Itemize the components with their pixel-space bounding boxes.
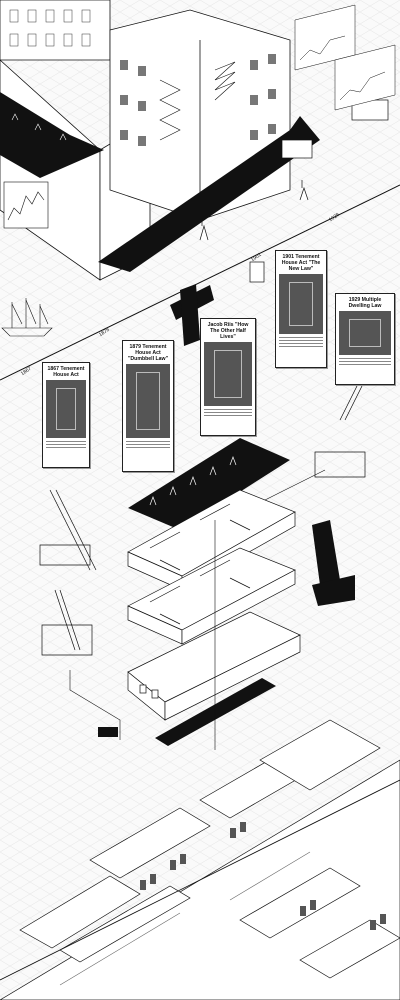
fire-escapes-center bbox=[159, 61, 236, 141]
street-objects bbox=[199, 99, 389, 283]
card-title: 1929 Multiple Dwelling Law bbox=[348, 297, 382, 309]
floor-plan-ground bbox=[127, 611, 301, 721]
floor-plan-roof bbox=[128, 438, 290, 530]
facade-chart-left bbox=[3, 181, 49, 229]
card-title: 1867 Tenement House Act bbox=[47, 366, 85, 378]
timeline-card-1867: 1867 Tenement House Act bbox=[42, 362, 90, 468]
fire-escape-details bbox=[39, 379, 366, 656]
street-line-bottom bbox=[0, 779, 400, 981]
black-bench bbox=[98, 727, 118, 737]
black-sidewalk-plan bbox=[155, 678, 276, 746]
timeline-card-1929: 1929 Multiple Dwelling Law bbox=[335, 293, 395, 385]
card-photo bbox=[339, 311, 391, 355]
floor-plan-middle bbox=[127, 547, 296, 645]
urban-block-shadows bbox=[140, 822, 386, 930]
timeline-card-1901: 1901 Tenement House Act "The New Law" bbox=[275, 250, 327, 368]
black-rooftop bbox=[0, 92, 104, 178]
card-caption-lines bbox=[46, 441, 86, 448]
card-caption-lines bbox=[204, 409, 252, 416]
card-title: 1879 Tenement House Act "Dumbbell Law" bbox=[127, 344, 169, 362]
card-title: 1901 Tenement House Act "The New Law" bbox=[281, 254, 321, 272]
fire-escape-black-model bbox=[312, 520, 355, 606]
card-title: Jacob Riis "How The Other Half Lives" bbox=[207, 322, 249, 340]
card-photo bbox=[46, 380, 86, 438]
x-sculpture bbox=[170, 284, 214, 346]
urban-block-massing bbox=[0, 719, 400, 1000]
rooftop-figures bbox=[11, 113, 67, 141]
card-caption-lines bbox=[126, 441, 170, 448]
tenement-windows-center bbox=[120, 54, 276, 146]
timeline-axis bbox=[0, 184, 400, 381]
card-caption-lines bbox=[279, 337, 323, 347]
tenement-building-center bbox=[109, 9, 291, 221]
connector-lines bbox=[69, 469, 326, 750]
card-photo bbox=[126, 364, 170, 438]
card-photo bbox=[279, 274, 323, 334]
ship-illustration bbox=[1, 298, 53, 337]
timeline-card-riis: Jacob Riis "How The Other Half Lives" bbox=[200, 318, 256, 436]
card-caption-lines bbox=[339, 358, 391, 365]
black-sidewalk-band bbox=[98, 116, 320, 272]
facade-charts-right bbox=[294, 4, 396, 111]
card-photo bbox=[204, 342, 252, 406]
tenement-windows-left bbox=[9, 9, 91, 47]
timeline-card-1879: 1879 Tenement House Act "Dumbbell Law" bbox=[122, 340, 174, 472]
